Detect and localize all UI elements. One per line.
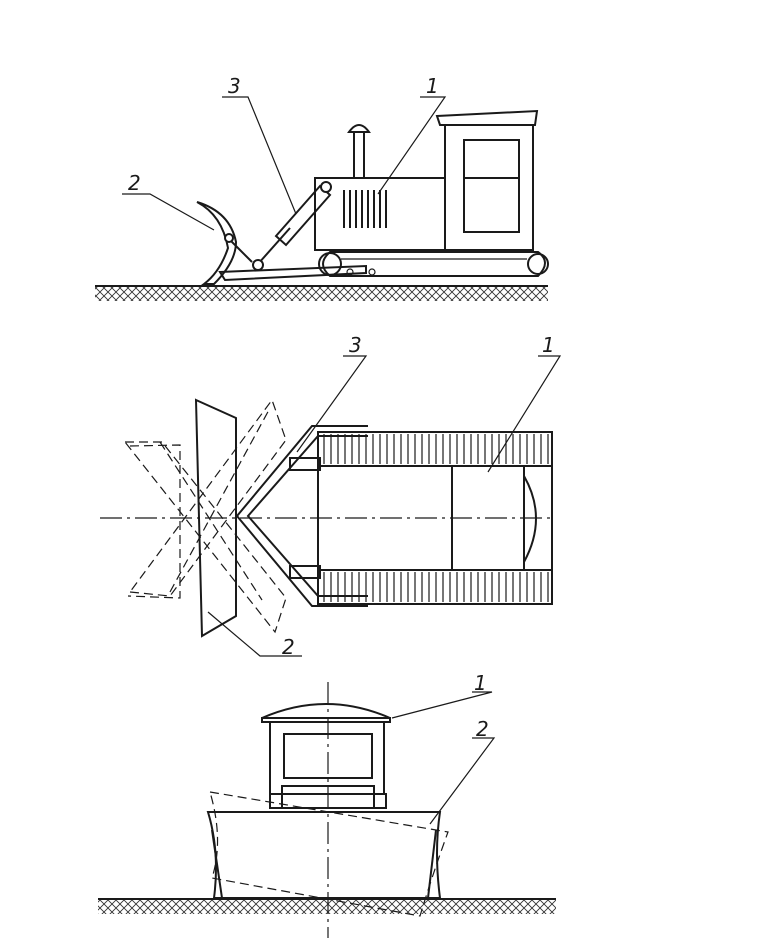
- callout-2-front: 2: [476, 717, 489, 741]
- leader-2-top: [207, 611, 302, 657]
- callout-3-top: 3: [349, 333, 362, 357]
- ground-hatch: [95, 287, 548, 301]
- callout-3-side: 3: [228, 74, 241, 98]
- front-ground-hatch: [98, 900, 556, 914]
- top-body: [317, 465, 553, 571]
- hood-grille: [343, 190, 387, 228]
- side-view: 2 3 1: [95, 74, 549, 301]
- exhaust-pipe: [353, 131, 365, 179]
- leader-3-top: [296, 355, 368, 453]
- side-track: [318, 251, 549, 277]
- leader-3-side: [222, 96, 297, 215]
- callout-1-top: 1: [542, 333, 555, 357]
- callout-2-top: 2: [282, 635, 295, 659]
- cab-roof: [435, 109, 539, 126]
- callout-1-side: 1: [426, 74, 439, 98]
- push-frame: [218, 264, 367, 282]
- blade-alt-positions: [123, 398, 287, 634]
- top-rear-cap: [523, 475, 537, 563]
- side-blade: [196, 201, 253, 285]
- leader-1-side: [377, 96, 447, 195]
- top-push-frame: [235, 425, 368, 607]
- front-cab: [261, 703, 391, 809]
- top-view: 3 1 2: [100, 333, 562, 659]
- leader-2-front: [429, 737, 496, 825]
- exhaust-cap: [347, 124, 371, 133]
- top-blade: [194, 398, 237, 638]
- top-track-upper: [317, 431, 553, 467]
- cab-window: [463, 139, 520, 233]
- hydraulic-cylinder: [252, 181, 332, 271]
- leader-1-front: [391, 691, 493, 719]
- top-track-lower: [317, 569, 553, 605]
- front-view: 1 2: [98, 671, 556, 938]
- callout-2-side: 2: [128, 171, 141, 195]
- leader-2-side: [122, 193, 215, 231]
- callout-1-front: 1: [474, 671, 487, 695]
- front-blade-alt: [209, 791, 449, 917]
- leader-1-top: [487, 355, 562, 473]
